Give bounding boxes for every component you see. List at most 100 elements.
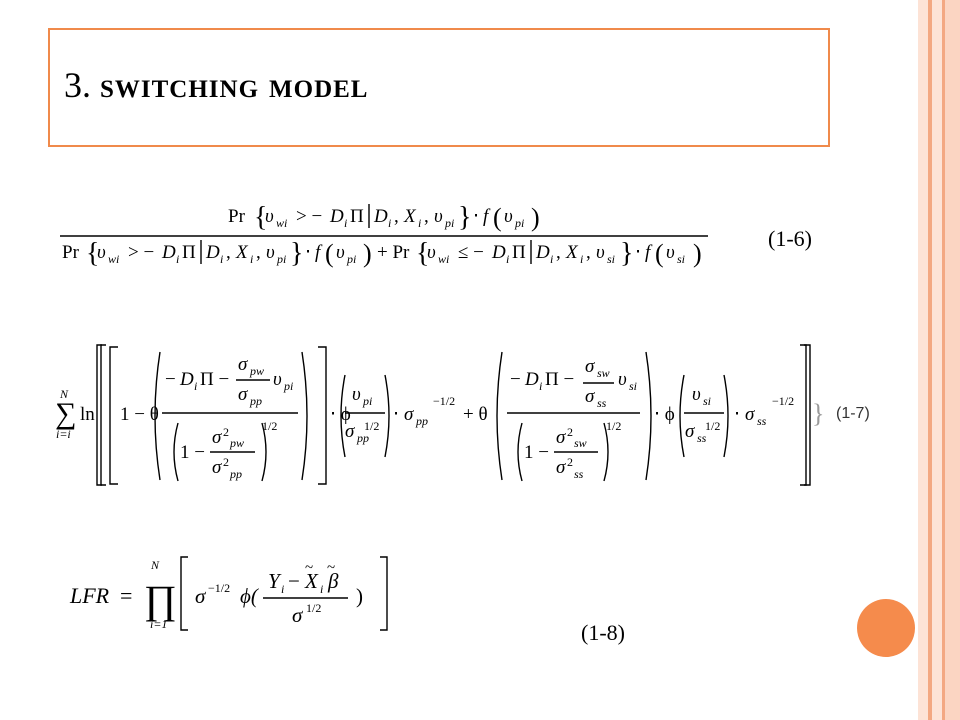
svg-text:pi: pi (444, 216, 454, 230)
svg-text:υ: υ (596, 242, 605, 263)
svg-text:ϕ(: ϕ( (240, 584, 260, 608)
svg-text:υ: υ (336, 242, 345, 263)
svg-text:i: i (320, 582, 323, 596)
svg-text:σ: σ (745, 404, 755, 425)
svg-text:}: } (812, 399, 824, 428)
svg-text:i: i (580, 252, 583, 266)
svg-text:Pr: Pr (228, 206, 246, 227)
svg-text:υ: υ (265, 206, 274, 227)
svg-text:−: − (288, 569, 300, 593)
svg-text:=: = (120, 583, 132, 608)
svg-text:i: i (250, 252, 253, 266)
svg-text:σ: σ (404, 404, 414, 425)
svg-text:wi: wi (276, 216, 287, 230)
svg-text:LFR: LFR (69, 583, 110, 608)
svg-text:D: D (535, 242, 550, 263)
svg-text:f: f (483, 206, 491, 227)
svg-text:wi: wi (108, 252, 119, 266)
svg-text:X: X (403, 206, 417, 227)
svg-text:υ: υ (618, 369, 627, 390)
svg-text:(: ( (493, 203, 502, 232)
svg-text:−: − (510, 369, 521, 390)
svg-text:1/2: 1/2 (364, 419, 379, 433)
svg-text:f: f (645, 242, 653, 263)
equation-label-1-8: (1-8) (581, 620, 625, 645)
svg-text:~: ~ (305, 560, 313, 576)
svg-text:⋅ ϕ: ⋅ ϕ (654, 404, 675, 425)
svg-text:D: D (491, 242, 506, 263)
svg-text:⋅: ⋅ (635, 242, 641, 263)
svg-text:⋅: ⋅ (393, 404, 399, 425)
svg-text:i: i (176, 252, 179, 266)
svg-text:υ: υ (692, 384, 701, 405)
svg-text:σ: σ (585, 356, 595, 377)
svg-text:i: i (194, 379, 197, 393)
svg-text:pw: pw (249, 364, 264, 378)
svg-text:X: X (304, 569, 319, 593)
svg-text:X: X (235, 242, 249, 263)
svg-text:sw: sw (574, 436, 587, 450)
svg-text:Π: Π (182, 242, 196, 263)
svg-text:,: , (586, 242, 591, 263)
svg-text:i: i (418, 216, 421, 230)
svg-text:): ) (531, 203, 540, 232)
svg-text:υ: υ (666, 242, 675, 263)
svg-text:Π: Π (512, 242, 526, 263)
svg-text:D: D (524, 369, 539, 390)
svg-text:> −: > − (296, 206, 322, 227)
svg-text:i=1: i=1 (150, 617, 167, 631)
svg-text:): ) (356, 584, 363, 608)
svg-text:{: { (416, 238, 429, 269)
slide-title: 3. switching model (64, 64, 368, 106)
svg-text:,: , (424, 206, 429, 227)
svg-text:1/2: 1/2 (306, 601, 321, 615)
svg-text:2: 2 (567, 425, 573, 439)
svg-text:2: 2 (567, 455, 573, 469)
svg-text:−: − (165, 369, 176, 390)
svg-text:⋅: ⋅ (473, 206, 479, 227)
svg-text:D: D (329, 206, 344, 227)
svg-text:}: } (620, 238, 633, 269)
svg-text:2: 2 (223, 425, 229, 439)
svg-text:pi: pi (283, 379, 293, 393)
svg-text:σ: σ (238, 384, 248, 405)
svg-text:ss: ss (574, 467, 584, 481)
svg-text:ss: ss (697, 431, 707, 445)
title-number: 3. (64, 65, 91, 105)
svg-text:): ) (693, 239, 702, 268)
svg-text:pp: pp (249, 394, 262, 408)
svg-text:ln: ln (80, 404, 95, 425)
svg-text:pi: pi (346, 252, 356, 266)
svg-text:~: ~ (327, 560, 335, 576)
svg-text:σ: σ (292, 603, 304, 627)
svg-text:pi: pi (514, 216, 524, 230)
title-text: switching model (100, 65, 369, 105)
svg-text:pp: pp (415, 414, 428, 428)
svg-text:pi: pi (362, 394, 372, 408)
svg-text:,: , (256, 242, 261, 263)
svg-text:υ: υ (352, 384, 361, 405)
svg-text:ss: ss (597, 396, 607, 410)
svg-text:1/2: 1/2 (262, 419, 277, 433)
svg-text:si: si (607, 252, 615, 266)
svg-text:ss: ss (757, 414, 767, 428)
svg-text:D: D (161, 242, 176, 263)
svg-text:{: { (86, 238, 99, 269)
svg-text:Π: Π (350, 206, 364, 227)
svg-text:σ: σ (345, 421, 355, 442)
svg-text:∑: ∑ (55, 397, 76, 430)
svg-text:,: , (556, 242, 561, 263)
svg-text:pw: pw (229, 436, 244, 450)
svg-text:D: D (373, 206, 388, 227)
svg-text:⋅: ⋅ (305, 242, 311, 263)
decorative-orange-circle (857, 599, 915, 657)
svg-text:−1/2: −1/2 (433, 394, 455, 408)
svg-text:σ: σ (585, 386, 595, 407)
svg-text:∏: ∏ (144, 577, 177, 622)
svg-text:D: D (179, 369, 194, 390)
svg-text:wi: wi (438, 252, 449, 266)
svg-text:pp: pp (229, 467, 242, 481)
svg-text:i: i (539, 379, 542, 393)
